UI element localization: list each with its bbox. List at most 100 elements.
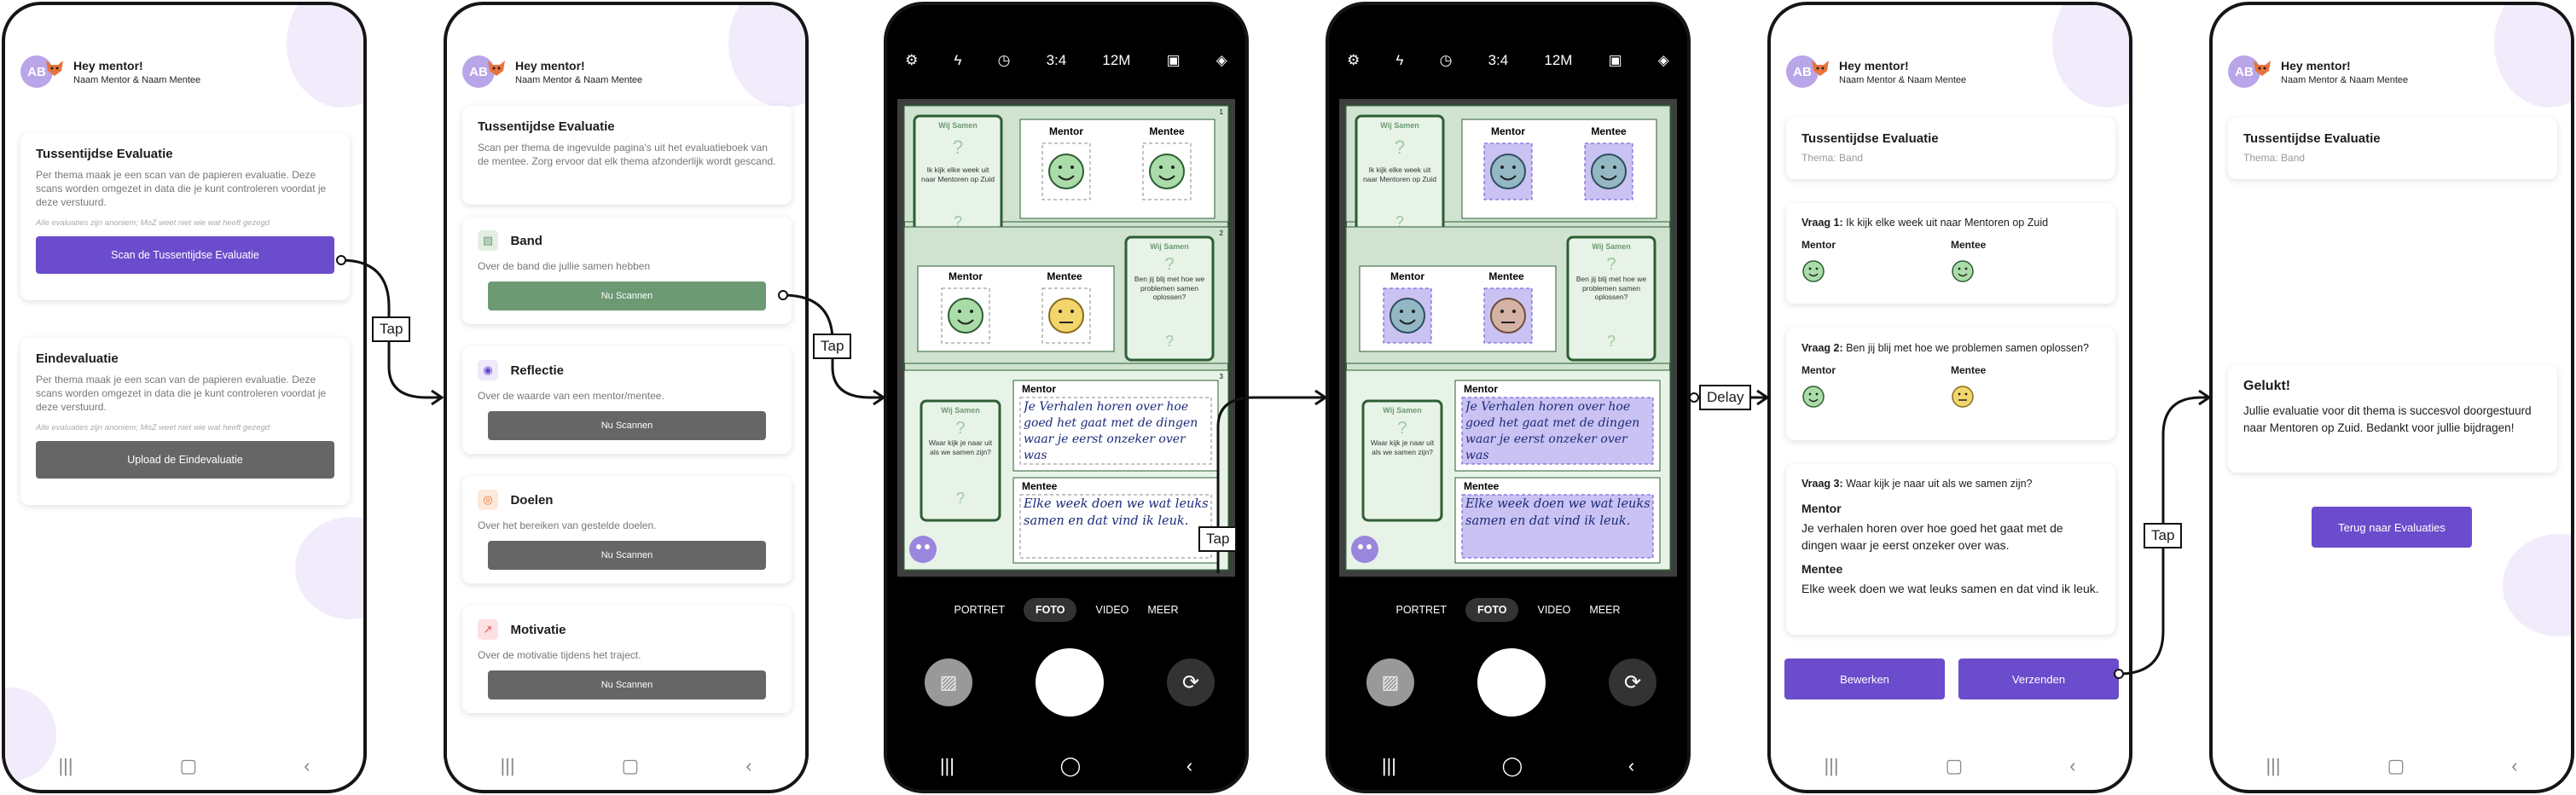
back-icon[interactable]: ‹ [2511,755,2518,776]
happy-face-icon[interactable] [1801,385,1825,409]
edit-button[interactable]: Bewerken [1784,659,1945,699]
topic-card-motivatie: ↗ Motivatie Over de motivatie tijdens he… [462,606,792,713]
pair-names: Naam Mentor & Naam Mentee [1839,74,1967,85]
mentee-label: Mentee [1951,239,1987,251]
pair-names: Naam Mentor & Naam Mentee [73,74,201,85]
timer-icon[interactable]: ◷ [997,52,1011,68]
handwritten-mentee-answer: Elke week doen we wat leuks samen en dat… [1024,497,1209,528]
mode-photo[interactable]: FOTO [1023,598,1077,622]
home-icon[interactable]: ◯ [1501,755,1523,776]
interim-evaluation-card: Tussentijdse Evaluatie Per thema maak je… [20,133,350,300]
paper-badge: Wij Samen [1383,406,1421,415]
recents-icon[interactable]: ||| [939,755,954,776]
recents-icon[interactable]: ||| [1824,755,1839,776]
filters-icon[interactable]: ◈ [1657,52,1669,68]
paper-question-mark: ? [953,136,963,158]
flash-icon[interactable]: ϟ [1395,52,1404,68]
recents-icon[interactable]: ||| [500,755,515,776]
paper-number: 1 [1220,108,1224,116]
paper-q3: Waar kijk je naar uit als we samen zijn? [928,438,993,456]
paper-badge: Wij Samen [1380,121,1419,130]
mode-more[interactable]: MEER [1147,604,1179,616]
mode-video[interactable]: VIDEO [1537,604,1571,616]
mentor-label: Mentor [1801,502,1842,515]
recents-icon[interactable]: ||| [1381,755,1396,776]
shutter-button[interactable] [1477,648,1546,717]
paper-mentee-label: Mentee [1488,270,1524,282]
back-icon[interactable]: ‹ [2069,755,2076,776]
mentee-answer[interactable]: Elke week doen we wat leuks samen en dat… [1801,582,2099,596]
filters-icon[interactable]: ◈ [1215,52,1227,68]
back-icon[interactable]: ‹ [746,755,752,776]
theme-subtitle: Thema: Band [2243,152,2306,164]
topic-card-reflectie: ◉ Reflectie Over de waarde van een mento… [462,346,792,454]
back-icon[interactable]: ‹ [304,755,310,776]
recents-icon[interactable]: ||| [58,755,73,776]
flow-start-dot [1689,392,1699,403]
question-label: Vraag 1: [1801,217,1843,229]
mascot-icon [1351,536,1378,563]
avatar[interactable]: AB [462,55,505,88]
motion-photo-icon[interactable]: ▣ [1166,52,1181,68]
android-nav-bar: ||| ▢ ‹ [1771,749,2129,783]
home-icon[interactable]: ▢ [2387,755,2405,776]
home-icon[interactable]: ◯ [1059,755,1082,776]
paper-mentor-label: Mentor [949,270,983,282]
scan-now-band-button[interactable]: Nu Scannen [488,281,766,311]
gallery-thumbnail-icon[interactable]: ▨ [925,659,972,706]
aspect-ratio[interactable]: 3:4 [1046,52,1067,68]
resolution[interactable]: 12M [1544,52,1573,68]
happy-face-icon [948,298,983,334]
phone-camera: ⚙ ϟ ◷ 3:4 12M ▣ ◈ Wij Samen ? Ik kijk el… [884,2,1249,793]
mode-portrait[interactable]: PORTRET [954,604,1005,616]
camera-viewfinder: Wij Samen ? Ik kijk elke week uit naar M… [897,99,1235,577]
happy-face-icon[interactable] [1801,259,1825,283]
send-button[interactable]: Verzenden [1958,659,2119,699]
paper-mentor-label: Mentor [1491,125,1525,137]
question-3-card: Vraag 3: Waar kijk je naar uit als we sa… [1786,464,2115,635]
aspect-ratio[interactable]: 3:4 [1488,52,1509,68]
shutter-button[interactable] [1036,648,1104,717]
back-icon[interactable]: ‹ [1627,755,1635,776]
mode-video[interactable]: VIDEO [1095,604,1129,616]
fox-mascot-icon [1812,61,1829,76]
flip-camera-icon[interactable]: ⟳ [1167,659,1215,706]
happy-face-icon[interactable] [1951,259,1975,283]
mentee-label: Mentee [1801,562,1843,577]
avatar[interactable]: AB [20,55,63,88]
back-to-evaluations-button[interactable]: Terug naar Evaluaties [2312,507,2472,548]
mode-photo[interactable]: FOTO [1465,598,1519,622]
recents-icon[interactable]: ||| [2266,755,2281,776]
flip-camera-icon[interactable]: ⟳ [1609,659,1656,706]
scan-now-motivatie-button[interactable]: Nu Scannen [488,670,766,700]
settings-icon[interactable]: ⚙ [905,52,919,68]
neutral-face-icon[interactable] [1951,385,1975,409]
camera-modes: PORTRET FOTO VIDEO MEER [1329,598,1687,622]
android-nav-bar: ||| ▢ ‹ [5,749,363,783]
avatar[interactable]: AB [1786,55,1829,88]
home-icon[interactable]: ▢ [621,755,640,776]
paper-mentee-label: Mentee [1047,270,1082,282]
gallery-thumbnail-icon[interactable]: ▨ [1366,659,1414,706]
upload-final-button[interactable]: Upload de Eindevaluatie [36,440,334,479]
flow-start-dot [778,290,788,300]
scan-now-reflectie-button[interactable]: Nu Scannen [488,411,766,441]
resolution[interactable]: 12M [1102,52,1131,68]
motion-photo-icon[interactable]: ▣ [1608,52,1622,68]
paper-question-mark: ? [1397,419,1407,438]
mentor-answer[interactable]: Je verhalen horen over hoe goed het gaat… [1801,521,2063,552]
mode-portrait[interactable]: PORTRET [1395,604,1447,616]
home-icon[interactable]: ▢ [179,755,198,776]
scan-interim-button[interactable]: Scan de Tussentijdse Evaluatie [36,235,334,274]
home-icon[interactable]: ▢ [1945,755,1964,776]
paper-q2: Ben jij blij met hoe we problemen samen … [1134,275,1205,302]
mode-more[interactable]: MEER [1589,604,1621,616]
back-icon[interactable]: ‹ [1186,755,1193,776]
scan-now-doelen-button[interactable]: Nu Scannen [488,541,766,571]
settings-icon[interactable]: ⚙ [1347,52,1361,68]
timer-icon[interactable]: ◷ [1439,52,1453,68]
flash-icon[interactable]: ϟ [954,52,962,68]
avatar[interactable]: AB [2228,55,2271,88]
evaluation-paper: Wij Samen ? Ik kijk elke week uit naar M… [903,105,1229,571]
